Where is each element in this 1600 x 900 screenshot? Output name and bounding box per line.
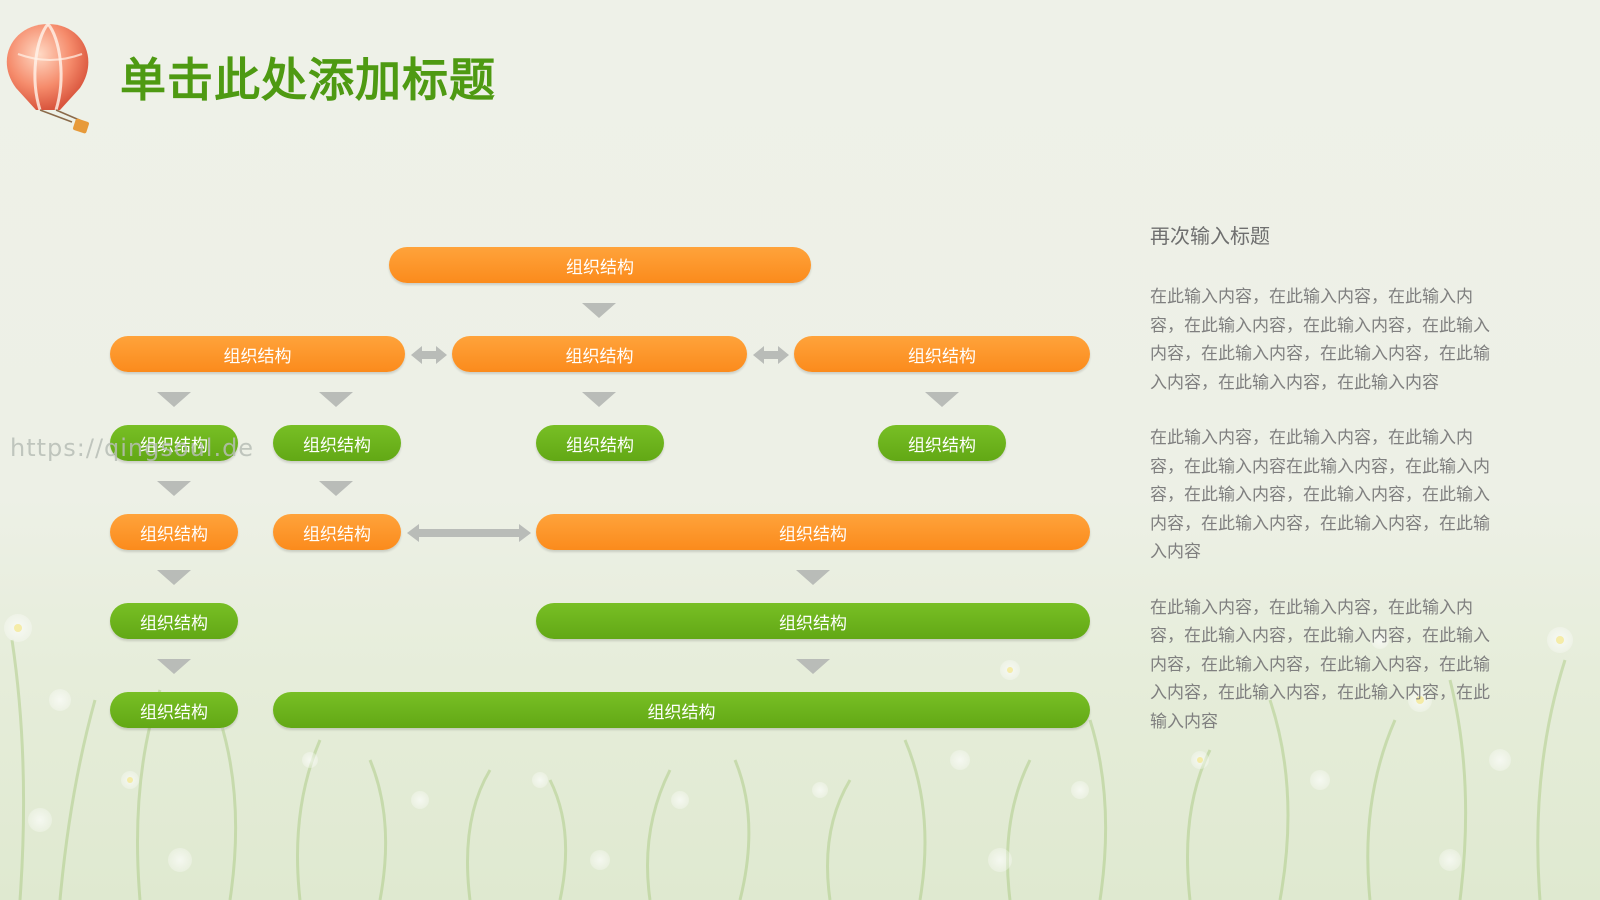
sidebar-paragraph[interactable]: 在此输入内容，在此输入内容，在此输入内容，在此输入内容在此输入内容，在此输入内容… — [1150, 428, 1490, 562]
org-node-level2[interactable]: 组织结构 — [878, 425, 1006, 461]
org-node-level2[interactable]: 组织结构 — [110, 425, 238, 461]
org-node-level2[interactable]: 组织结构 — [273, 425, 401, 461]
arrow-down-icon — [582, 392, 616, 407]
arrow-down-icon — [157, 570, 191, 585]
org-node-level4[interactable]: 组织结构 — [110, 603, 238, 639]
org-node-level1[interactable]: 组织结构 — [110, 336, 405, 372]
arrow-down-icon — [582, 303, 616, 318]
double-arrow-icon — [411, 346, 447, 364]
arrow-down-icon — [319, 392, 353, 407]
arrow-down-icon — [796, 659, 830, 674]
org-node-root[interactable]: 组织结构 — [389, 247, 811, 283]
page-title[interactable]: 单击此处添加标题 — [120, 53, 496, 107]
org-node-level5[interactable]: 组织结构 — [273, 692, 1090, 728]
org-node-level3[interactable]: 组织结构 — [273, 514, 401, 550]
arrow-down-icon — [157, 392, 191, 407]
sidebar-paragraph[interactable]: 在此输入内容，在此输入内容，在此输入内容，在此输入内容，在此输入内容，在此输入内… — [1150, 597, 1490, 732]
arrow-down-icon — [157, 481, 191, 496]
arrow-down-icon — [925, 392, 959, 407]
org-node-level1[interactable]: 组织结构 — [794, 336, 1090, 372]
sidebar-paragraph[interactable]: 在此输入内容，在此输入内容，在此输入内容，在此输入内容，在此输入内容，在此输入内… — [1150, 287, 1490, 393]
arrow-down-icon — [157, 659, 191, 674]
arrow-down-icon — [319, 481, 353, 496]
hot-air-balloon-icon — [6, 23, 89, 134]
org-node-level3[interactable]: 组织结构 — [110, 514, 238, 550]
arrow-down-icon — [796, 570, 830, 585]
sidebar-heading[interactable]: 再次输入标题 — [1150, 224, 1270, 248]
org-node-level4[interactable]: 组织结构 — [536, 603, 1090, 639]
org-node-level5[interactable]: 组织结构 — [110, 692, 238, 728]
watermark-text: https://qingsoul.de — [10, 434, 255, 462]
org-node-level1[interactable]: 组织结构 — [452, 336, 747, 372]
org-node-level2[interactable]: 组织结构 — [536, 425, 664, 461]
sidebar-text-block: 再次输入标题 在此输入内容，在此输入内容，在此输入内容，在此输入内容，在此输入内… — [1150, 220, 1500, 763]
long-double-arrow-icon — [407, 524, 531, 542]
double-arrow-icon — [753, 346, 789, 364]
org-node-level3[interactable]: 组织结构 — [536, 514, 1090, 550]
